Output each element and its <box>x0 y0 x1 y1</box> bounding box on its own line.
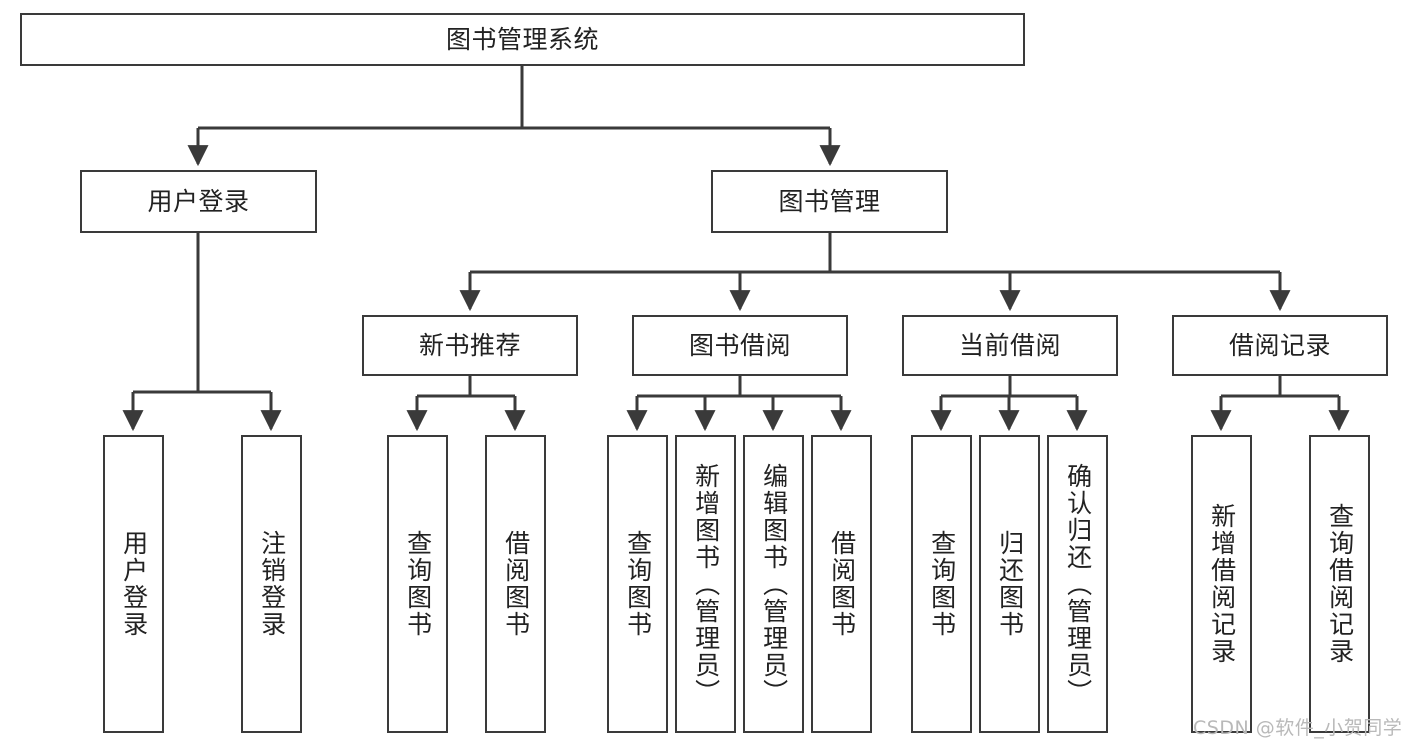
node-leaf-edit-book-label: 编辑图书（管理员） <box>759 462 789 706</box>
node-leaf-borrow-book-1-label: 借阅图书 <box>501 530 531 638</box>
node-leaf-borrow-book-2[interactable]: 借阅图书 <box>811 435 872 733</box>
node-leaf-query-book-3[interactable]: 查询图书 <box>911 435 972 733</box>
node-borrow-record[interactable]: 借阅记录 <box>1172 315 1388 376</box>
node-book-manage-label: 图书管理 <box>778 186 881 216</box>
node-borrow-record-label: 借阅记录 <box>1228 330 1331 360</box>
node-leaf-query-book-1-label: 查询图书 <box>403 530 433 638</box>
node-leaf-query-book-1[interactable]: 查询图书 <box>387 435 448 733</box>
node-leaf-add-book[interactable]: 新增图书（管理员） <box>675 435 736 733</box>
node-leaf-return-book[interactable]: 归还图书 <box>979 435 1040 733</box>
node-root-label: 图书管理系统 <box>445 24 599 54</box>
node-leaf-query-book-3-label: 查询图书 <box>927 530 957 638</box>
node-book-borrow[interactable]: 图书借阅 <box>632 315 848 376</box>
node-user-login[interactable]: 用户登录 <box>80 170 317 233</box>
node-current-borrow-label: 当前借阅 <box>958 330 1061 360</box>
node-leaf-query-book-2[interactable]: 查询图书 <box>607 435 668 733</box>
node-new-book-rec-label: 新书推荐 <box>418 330 521 360</box>
watermark: CSDN @软件_小贺同学 <box>1193 717 1403 739</box>
node-leaf-user-login[interactable]: 用户登录 <box>103 435 164 733</box>
node-book-manage[interactable]: 图书管理 <box>711 170 948 233</box>
node-leaf-query-record[interactable]: 查询借阅记录 <box>1309 435 1370 733</box>
node-leaf-user-login-label: 用户登录 <box>119 530 149 638</box>
node-leaf-return-book-label: 归还图书 <box>995 530 1025 638</box>
node-leaf-logout[interactable]: 注销登录 <box>241 435 302 733</box>
node-leaf-edit-book[interactable]: 编辑图书（管理员） <box>743 435 804 733</box>
node-book-borrow-label: 图书借阅 <box>688 330 791 360</box>
node-leaf-query-book-2-label: 查询图书 <box>623 530 653 638</box>
node-leaf-borrow-book-2-label: 借阅图书 <box>827 530 857 638</box>
node-leaf-add-book-label: 新增图书（管理员） <box>691 462 721 706</box>
node-root[interactable]: 图书管理系统 <box>20 13 1025 66</box>
node-leaf-logout-label: 注销登录 <box>257 530 287 638</box>
node-leaf-add-record[interactable]: 新增借阅记录 <box>1191 435 1252 733</box>
node-leaf-confirm-return[interactable]: 确认归还（管理员） <box>1047 435 1108 733</box>
node-current-borrow[interactable]: 当前借阅 <box>902 315 1118 376</box>
node-leaf-confirm-return-label: 确认归还（管理员） <box>1063 462 1093 706</box>
node-leaf-add-record-label: 新增借阅记录 <box>1207 503 1237 665</box>
node-leaf-query-record-label: 查询借阅记录 <box>1325 503 1355 665</box>
node-leaf-borrow-book-1[interactable]: 借阅图书 <box>485 435 546 733</box>
node-user-login-label: 用户登录 <box>147 186 250 216</box>
node-new-book-rec[interactable]: 新书推荐 <box>362 315 578 376</box>
